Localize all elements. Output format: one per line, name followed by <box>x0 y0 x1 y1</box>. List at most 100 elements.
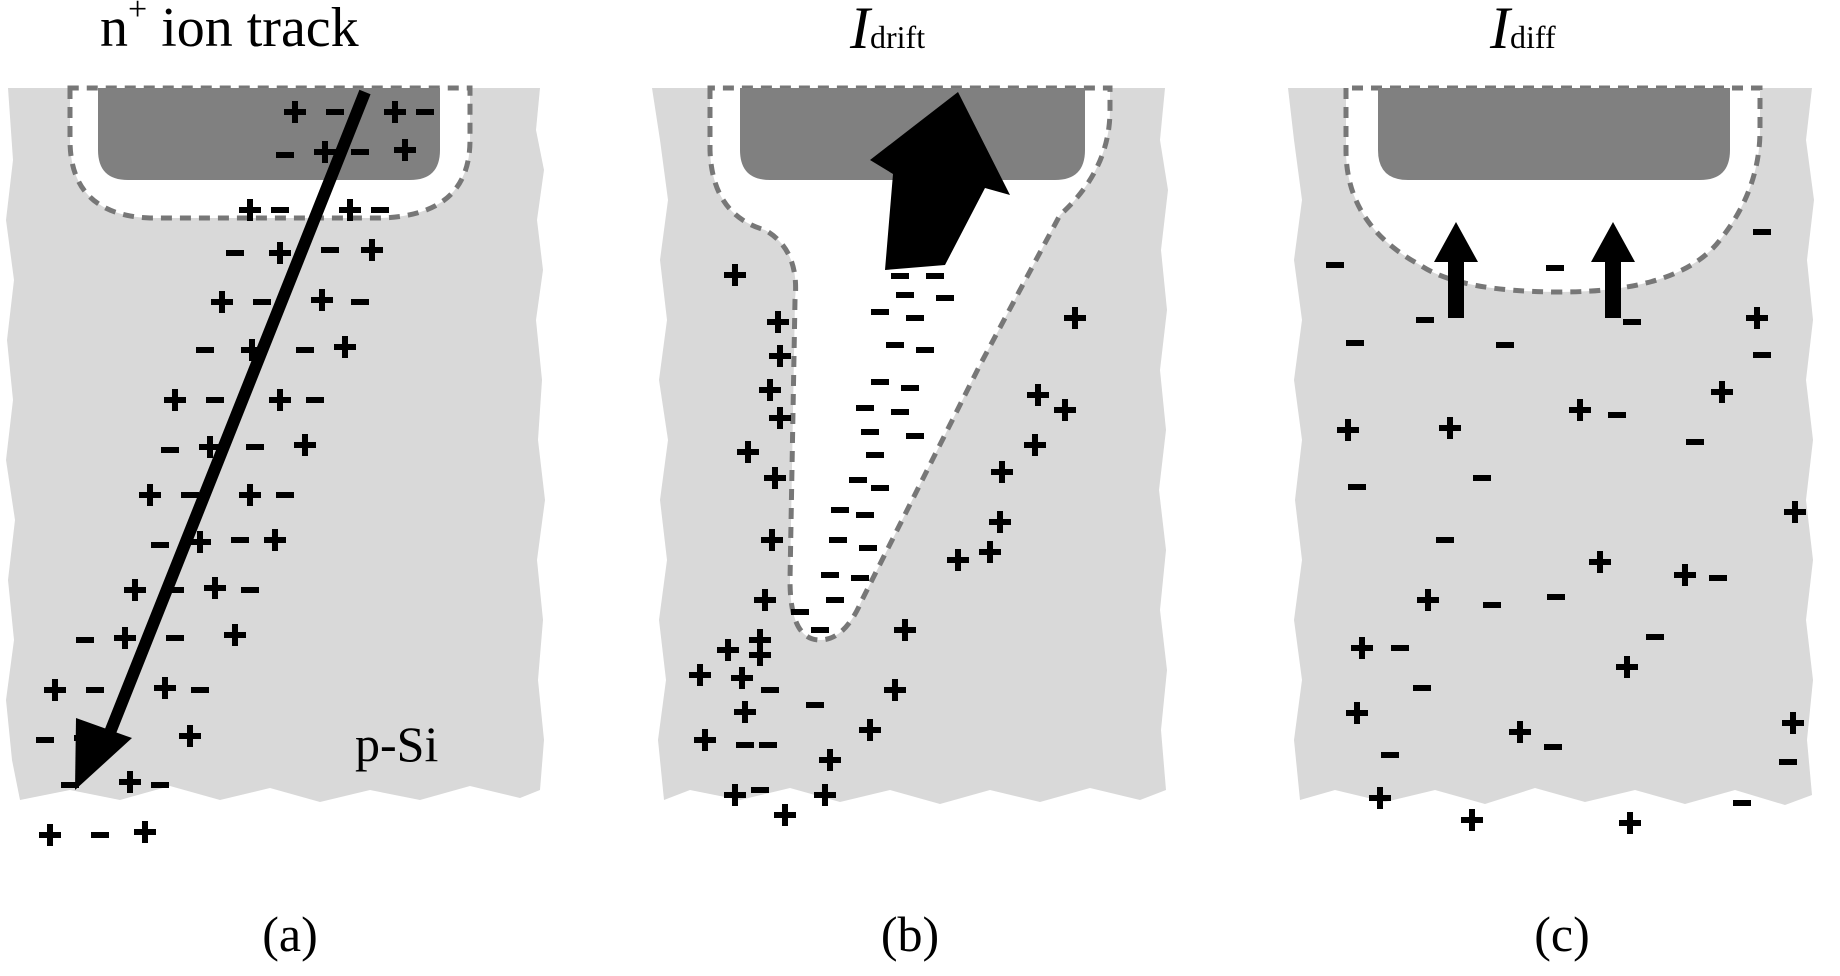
electron-charge <box>306 397 324 403</box>
electron-charge <box>751 787 769 793</box>
electron-charge <box>871 309 889 315</box>
title-i-diff-sub: diff <box>1509 19 1556 55</box>
electron-charge <box>1346 340 1364 346</box>
electron-charge <box>1391 645 1409 651</box>
electron-charge <box>866 452 884 458</box>
electron-charge <box>791 609 809 615</box>
electron-charge <box>296 347 314 353</box>
electron-charge <box>231 537 249 543</box>
electron-charge <box>321 247 339 253</box>
substrate-a <box>6 88 545 802</box>
title-ion-track: n+ ion track <box>100 0 359 60</box>
electron-charge <box>1733 800 1751 806</box>
electron-charge <box>821 572 839 578</box>
electron-charge <box>1473 475 1491 481</box>
hole-charge <box>1461 809 1483 831</box>
electron-charge <box>916 347 934 353</box>
title-ion-track-rest: ion track <box>147 0 359 59</box>
electron-charge <box>181 492 199 498</box>
panel-b <box>652 85 1168 826</box>
title-i-diff-var: I <box>1490 0 1510 61</box>
electron-charge <box>351 149 369 155</box>
electron-charge <box>736 742 754 748</box>
electron-charge <box>151 542 169 548</box>
electron-charge <box>226 250 244 256</box>
ion-track-arrow <box>75 89 371 790</box>
electron-charge <box>1623 319 1641 325</box>
electron-charge <box>1686 439 1704 445</box>
caption-a: (a) <box>262 906 318 962</box>
electron-charge <box>826 597 844 603</box>
hole-charge <box>1619 812 1641 834</box>
electron-charge <box>871 485 889 491</box>
n-region-c <box>1378 88 1730 180</box>
electron-charge <box>1753 352 1771 358</box>
electron-charge <box>856 512 874 518</box>
electron-charge <box>891 409 909 415</box>
electron-charge <box>191 687 209 693</box>
electron-charge <box>86 687 104 693</box>
title-ion-track-sup: + <box>128 0 148 28</box>
electron-charge <box>1546 265 1564 271</box>
electron-charge <box>1416 317 1434 323</box>
n-region-a <box>98 88 440 180</box>
panel-c <box>1288 85 1814 834</box>
title-ion-track-base: n <box>100 0 128 59</box>
electron-charge <box>371 207 389 213</box>
electron-charge <box>896 292 914 298</box>
electron-charge <box>1547 594 1565 600</box>
electron-charge <box>1483 602 1501 608</box>
hole-charge <box>39 824 61 846</box>
electron-charge <box>806 702 824 708</box>
electron-charge <box>1381 752 1399 758</box>
electron-charge <box>1646 634 1664 640</box>
electron-charge <box>416 109 434 115</box>
drift-current-arrow <box>870 92 1010 270</box>
panel-a <box>6 85 545 846</box>
caption-c: (c) <box>1534 906 1590 962</box>
electron-charge <box>151 782 169 788</box>
electron-charge <box>856 405 874 411</box>
electron-charge <box>829 537 847 543</box>
electron-charge <box>811 627 829 633</box>
electron-charge <box>759 742 777 748</box>
region-label-p-si: p-Si <box>355 716 439 772</box>
title-i-drift: Idrift <box>850 0 925 63</box>
electron-charge <box>831 507 849 513</box>
electron-charge <box>901 385 919 391</box>
depletion-b <box>707 85 1113 643</box>
electron-charge <box>891 273 909 279</box>
electron-charge <box>91 832 109 838</box>
electron-charge <box>326 109 344 115</box>
electron-charge <box>1496 342 1514 348</box>
electron-charge <box>1779 759 1797 765</box>
hole-charge <box>134 821 156 843</box>
electron-charge <box>351 299 369 305</box>
electron-charge <box>161 447 179 453</box>
title-i-drift-sub: drift <box>869 19 926 55</box>
electron-charge <box>861 429 879 435</box>
electron-charge <box>859 545 877 551</box>
electron-charge <box>166 635 184 641</box>
diffusion-current-arrows <box>1434 222 1635 318</box>
electron-charge <box>851 575 869 581</box>
electron-charge <box>1326 262 1344 268</box>
electron-charge <box>196 347 214 353</box>
electron-charge <box>886 342 904 348</box>
electron-charge <box>76 637 94 643</box>
electron-charge <box>1348 484 1366 490</box>
electron-charge <box>1753 229 1771 235</box>
electron-charge <box>906 315 924 321</box>
electron-charge <box>241 587 259 593</box>
electron-charge <box>906 433 924 439</box>
electron-charge <box>206 397 224 403</box>
electron-charge <box>936 295 954 301</box>
electron-charge <box>1709 575 1727 581</box>
electron-charge <box>761 687 779 693</box>
electron-charge <box>276 492 294 498</box>
electron-charge <box>1436 537 1454 543</box>
electron-charge <box>276 152 294 158</box>
hole-charge <box>774 804 796 826</box>
electron-charge <box>1608 412 1626 418</box>
